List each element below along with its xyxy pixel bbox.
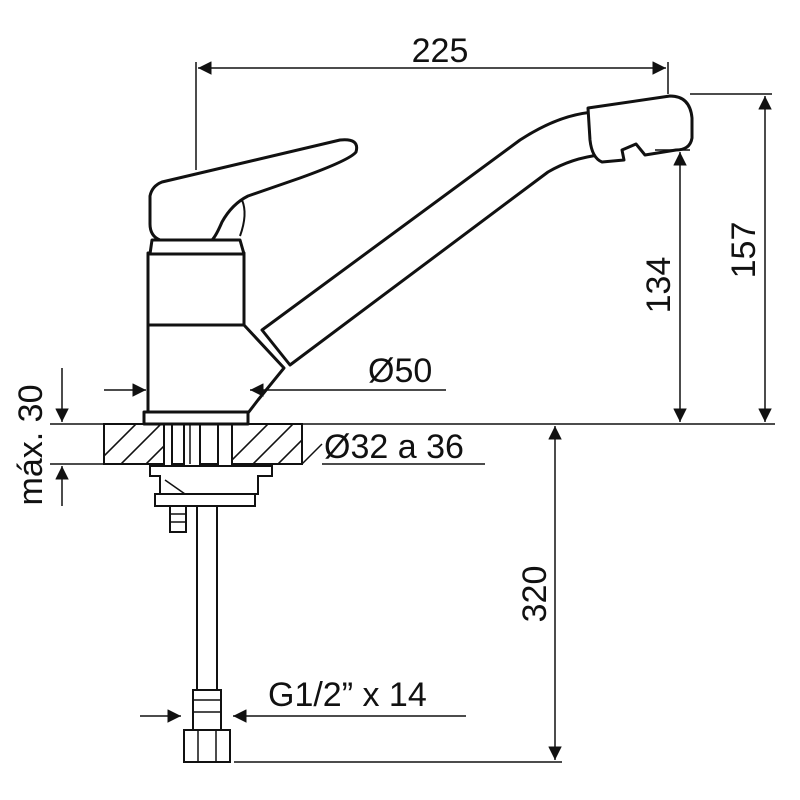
dim-hole-diameter: Ø32 a 36 [301,428,485,466]
dim-body-diameter: Ø50 [104,352,446,397]
lever-cap [148,238,246,256]
dim-hose-connection: G1/2” x 14 [140,676,466,723]
max-deck-thickness-label: máx. 30 [12,385,50,506]
overall-reach-label: 225 [412,32,469,70]
overall-height-label: 157 [725,222,763,279]
body-diameter-label: Ø50 [368,352,432,390]
fixing-bracket [149,465,273,495]
faucet-body-lower [146,323,286,415]
hole-diameter-label: Ø32 a 36 [324,428,464,466]
base-flange [142,410,250,426]
dim-overall-reach: 225 [195,32,669,170]
faucet-body-middle [146,251,246,327]
fixing-nut [169,505,187,533]
dim-heights: 134 157 [248,93,775,425]
spout-aerator [586,94,694,164]
hose-connection-label: G1/2” x 14 [268,676,427,714]
lever-handle [148,138,359,242]
dim-hose-length: 320 [234,426,562,763]
hose-length-label: 320 [516,566,554,623]
hose-connector-nut [183,729,231,763]
dim-max-deck-thickness: máx. 30 [12,368,104,506]
spout-height-label: 134 [640,257,678,314]
faucet [142,94,694,426]
flexible-hose [183,506,231,763]
deck-section [103,423,303,533]
